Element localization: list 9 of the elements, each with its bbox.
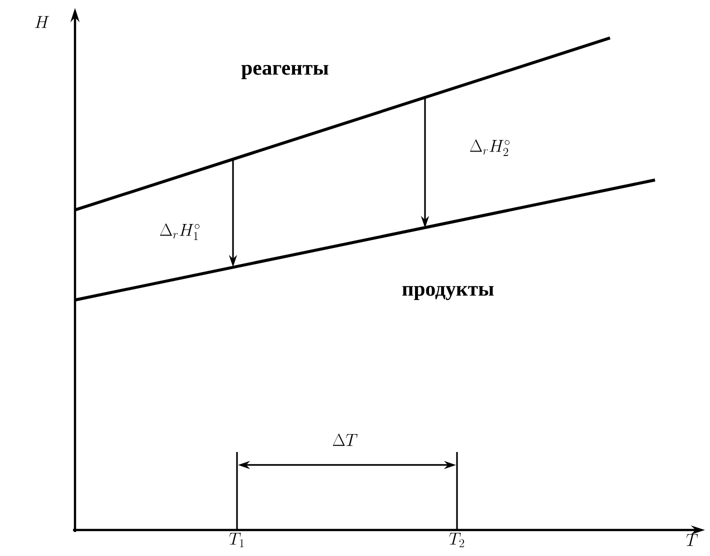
formula-label: $H$	[35, 16, 50, 28]
formula-label: $T_1$	[229, 532, 244, 548]
formula-label: $T_2$	[449, 532, 464, 548]
formula-label: $\Delta_r H_1^\circ$	[160, 224, 200, 240]
text-label: продукты	[402, 286, 494, 300]
formula-label: $\Delta_r H_2^\circ$	[470, 140, 510, 156]
formula-label: $\Delta T$	[332, 434, 358, 446]
formula-label: $T$	[686, 534, 698, 546]
text-label: реагенты	[241, 64, 328, 80]
